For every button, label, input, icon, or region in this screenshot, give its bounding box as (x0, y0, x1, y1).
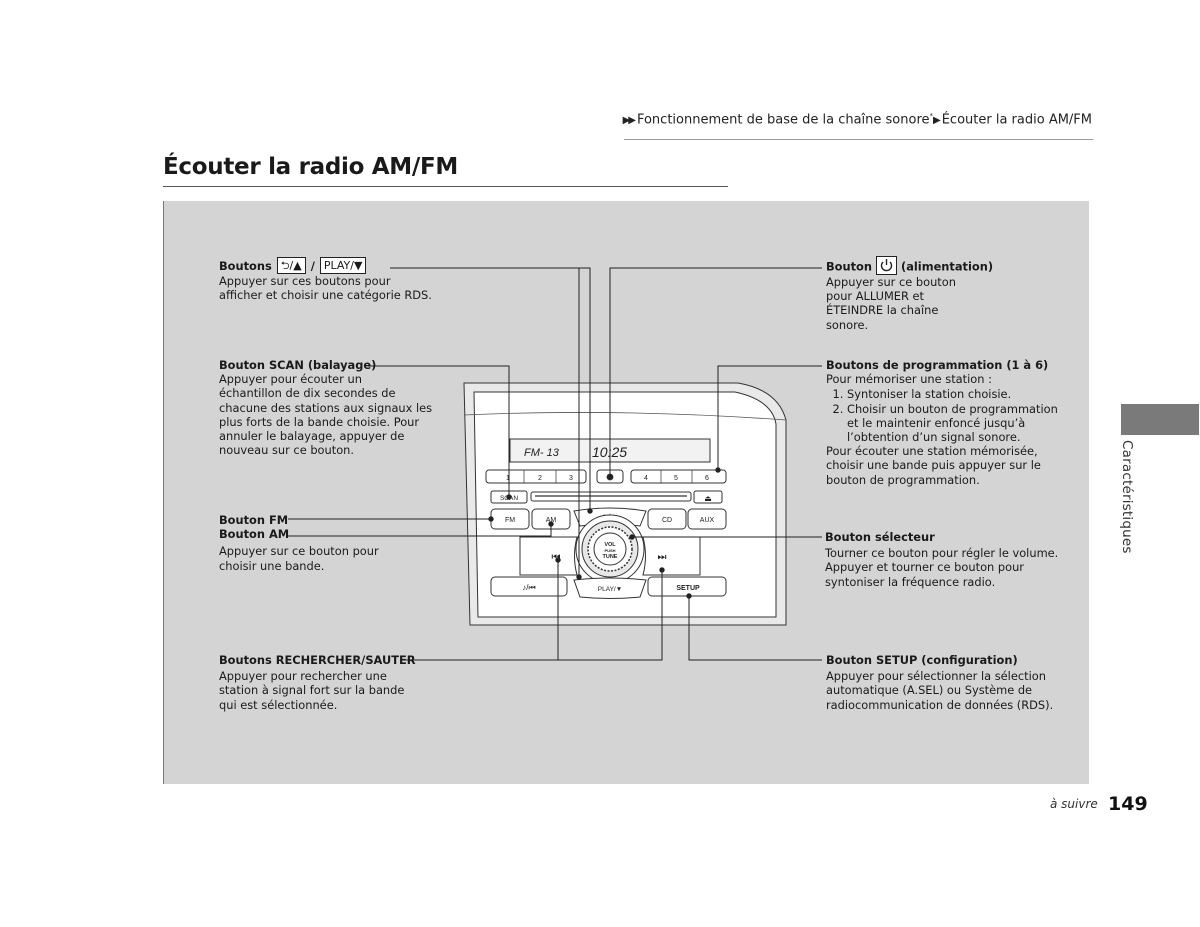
preset-step: Syntoniser la station choisie. (847, 387, 1066, 401)
breadcrumb: ▶▶Fonctionnement de base de la chaîne so… (600, 112, 1092, 127)
preset-1: 1 (506, 475, 510, 482)
breadcrumb-section: Fonctionnement de base de la chaîne sono… (636, 112, 930, 128)
callout-preset-buttons: Boutons de programmation (1 à 6) Pour mé… (826, 358, 1066, 487)
am-label: Bouton AM (219, 527, 290, 542)
callout-power-button: Bouton(alimentation) Appuyer sur ce bout… (826, 256, 1026, 332)
display-band: FM- 13 (524, 447, 560, 459)
callout-band-body: Appuyer sur ce bouton pour choisir une b… (219, 544, 379, 573)
aux-button (687, 508, 727, 530)
svg-text:♪/⏮: ♪/⏮ (522, 583, 535, 592)
cd-button (647, 508, 687, 530)
svg-text:CD: CD (662, 517, 672, 524)
callout-preset-intro: Pour mémoriser une station : (826, 372, 992, 387)
callout-scan-button: Bouton SCAN (balayage) Appuyer pour écou… (219, 358, 449, 457)
play-key-icon: PLAY/▼ (319, 256, 367, 274)
preset-3: 3 (569, 475, 573, 482)
play-button (573, 577, 647, 599)
callout-selector-knob: Bouton sélecteur Tourner ce bouton pour … (825, 530, 1090, 589)
callout-seek-buttons: Boutons RECHERCHER/SAUTER Appuyer pour r… (219, 653, 449, 712)
svg-text:AUX: AUX (700, 517, 715, 524)
continued-note: à suivre (1050, 797, 1098, 811)
breadcrumb-arrow-icon: ▶ (933, 115, 941, 127)
fm-label: Bouton FM (219, 513, 289, 527)
svg-text:⏮: ⏮ (552, 552, 561, 563)
knob-tune: TUNE (603, 554, 618, 560)
footnote-mark: * (929, 112, 934, 120)
callout-band-buttons: Bouton FM Bouton AM Appuyer sur ce bouto… (219, 513, 419, 573)
callout-preset-steps: Syntoniser la station choisie. Choisir u… (826, 387, 1066, 444)
svg-text:⏭: ⏭ (658, 552, 667, 563)
page-number: 149 (1108, 793, 1148, 815)
preset-4: 4 (644, 475, 648, 482)
svg-text:AM: AM (546, 517, 557, 524)
preset-2: 2 (538, 475, 542, 482)
knob-vol: VOL (604, 542, 616, 548)
breadcrumb-arrow-icon: ▶▶ (622, 115, 636, 127)
chapter-label: Caractéristiques (1119, 440, 1135, 554)
preset-6: 6 (705, 475, 709, 482)
back-up-key-icon: ⮌/▲ (276, 256, 306, 274)
callout-selector-body: Tourner ce bouton pour régler le volume.… (825, 546, 1059, 589)
breadcrumb-current: Écouter la radio AM/FM (941, 112, 1092, 128)
preset-5: 5 (674, 475, 678, 482)
svg-text:FM: FM (505, 517, 515, 524)
title-rule (163, 186, 728, 187)
knob-push: PUSH (604, 548, 615, 553)
callout-category-buttons: Boutons ⮌/▲ / PLAY/▼ Appuyer sur ces bou… (219, 256, 479, 302)
seek-back-button (519, 536, 578, 576)
seek-forward-button (642, 536, 701, 576)
page-title: Écouter la radio AM/FM (163, 154, 458, 180)
callout-power-body: Appuyer sur ce bouton pour ALLUMER et ÉT… (826, 275, 956, 332)
eject-button (693, 490, 723, 504)
chapter-tab (1121, 404, 1199, 435)
preset-step: Choisir un bouton de programmation et le… (847, 402, 1066, 445)
music-skip-button (490, 576, 568, 597)
callout-setup-body: Appuyer pour sélectionner la sélection a… (826, 669, 1054, 712)
svg-text:SETUP: SETUP (676, 585, 700, 592)
power-icon (876, 256, 897, 275)
svg-text:⏏: ⏏ (704, 494, 712, 503)
header-rule (624, 139, 1093, 140)
svg-text:PLAY/▼: PLAY/▼ (598, 586, 622, 593)
callout-category-body: Appuyer sur ces boutons pour afficher et… (219, 273, 432, 302)
callout-setup-button: Bouton SETUP (configuration) Appuyer pou… (826, 653, 1076, 712)
callout-seek-body: Appuyer pour rechercher une station à si… (219, 669, 405, 712)
callout-scan-body: Appuyer pour écouter un échantillon de d… (219, 372, 433, 458)
callout-preset-body: Pour écouter une station mémorisée, choi… (826, 444, 1041, 487)
